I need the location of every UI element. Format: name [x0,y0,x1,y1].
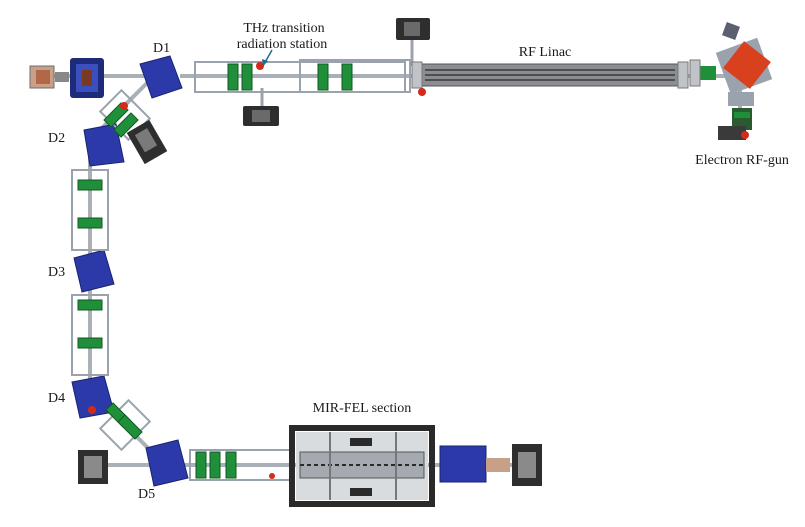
red-markers [88,62,749,479]
dipole-d3 [73,249,115,293]
dipole-d2 [83,123,125,167]
dipole-d5 [145,439,189,487]
label-d4: D4 [48,391,65,406]
label-d2: D2 [48,131,65,146]
thz-station-hardware [126,18,430,165]
thz-pointer-arrow [262,49,273,67]
label-thz-line2: radiation station [237,37,328,52]
bottom-right-dump [439,444,542,486]
dipole-d1 [139,55,183,99]
bottom-left-dump [78,450,108,484]
label-thz-line1: THz transition [243,21,324,36]
label-d1: D1 [153,41,170,56]
dipole-magnets [71,55,189,487]
label-mir-fel-section: MIR-FEL section [313,401,412,416]
top-beam-dump [29,58,104,98]
label-d3: D3 [48,265,65,280]
quadrupole-magnets [77,63,353,479]
electron-rf-gun [689,22,773,140]
rf-linac [411,61,689,89]
label-d5: D5 [138,487,155,502]
label-electron-rf-gun: Electron RF-gun [695,153,789,168]
label-rf-linac: RF Linac [519,45,572,60]
mir-fel-section [289,425,435,507]
